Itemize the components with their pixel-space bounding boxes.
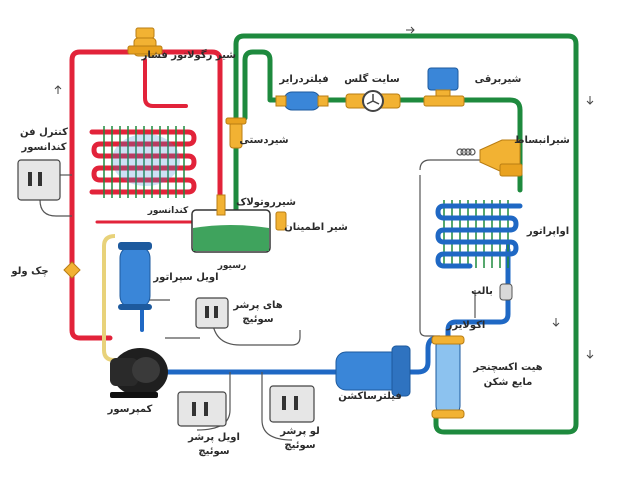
hand-valve[interactable]: شیردستی (225, 117, 289, 149)
sight-glass-label: سایت گلس (344, 72, 400, 85)
expansion-valve[interactable]: شیرانبساط (456, 135, 570, 177)
pressure-regulator-label: شیر رگولاتور فشار (141, 48, 237, 61)
oil-pressure-switch: اویل پرشر سوئیچ (177, 391, 240, 457)
bulb: بالب (471, 283, 513, 301)
condenser: کندانسور (89, 122, 197, 216)
high-pressure-switch-label-2: سوئیچ (242, 314, 273, 325)
heat-exchanger-label-1: هیت اکسچنجر (472, 362, 542, 373)
safety-valve[interactable]: شیر اطمینان (275, 211, 348, 233)
suction-filter-label: فیلترساکشن (338, 391, 402, 402)
compressor-label: کمپرسور (107, 404, 153, 415)
low-pressure-switch-label-1: لو پرشر (279, 426, 320, 437)
filter-dryer: فیلتردرایر (275, 74, 329, 111)
low-pressure-switch: لو پرشر سوئیچ (269, 385, 320, 451)
rotalock-valve-label: شیرروتولاک (236, 197, 296, 208)
condenser-fan-control-label-2: کندانسور (20, 142, 66, 153)
receiver-label: رسیور (217, 261, 247, 271)
check-valve: چک ولو (10, 261, 81, 279)
solenoid-valve[interactable]: شیربرقی (423, 67, 522, 107)
bulb-label: بالب (471, 286, 493, 297)
oil-separator-label: اویل سپراتور (152, 272, 218, 283)
pressure-regulator-valve[interactable]: شیر رگولاتور فشار (127, 27, 237, 61)
oil-pressure-switch-label-1: اویل پرشر (187, 432, 240, 443)
safety-valve-label: شیر اطمینان (284, 222, 348, 233)
sight-glass: سایت گلس (344, 72, 401, 112)
heat-exchanger: هیت اکسچنجر مایع شکن (431, 335, 543, 419)
filter-dryer-label: فیلتردرایر (278, 74, 328, 85)
equalizer-label: اکولایزر (446, 320, 486, 331)
evaporator-label: اواپراتور (526, 226, 569, 237)
condenser-fan-control-label-1: کنترل فن (20, 127, 68, 138)
compressor: کمپرسور (107, 348, 168, 415)
low-pressure-switch-label-2: سوئیچ (284, 440, 315, 451)
check-valve-label: چک ولو (10, 266, 48, 277)
high-pressure-switch: های پرشر سوئیچ (195, 297, 283, 329)
oil-pressure-switch-label-2: سوئیچ (198, 446, 229, 457)
evaporator: اواپراتور (435, 200, 569, 269)
condenser-label: کندانسور (147, 206, 189, 216)
heat-exchanger-label-2: مایع شکن (484, 377, 533, 388)
suction-filter: فیلترساکشن (335, 345, 411, 402)
receiver: رسیور (191, 194, 271, 271)
oil-separator: اویل سپراتور (118, 242, 219, 310)
oil-return-line (102, 234, 122, 362)
flow-arrows (54, 26, 594, 359)
solenoid-valve-label: شیربرقی (475, 74, 522, 85)
high-pressure-switch-label-1: های پرشر (232, 300, 282, 311)
hand-valve-label: شیردستی (239, 135, 288, 146)
expansion-valve-label: شیرانبساط (514, 135, 570, 146)
condenser-fan-control: کنترل فن کندانسور (17, 127, 68, 201)
